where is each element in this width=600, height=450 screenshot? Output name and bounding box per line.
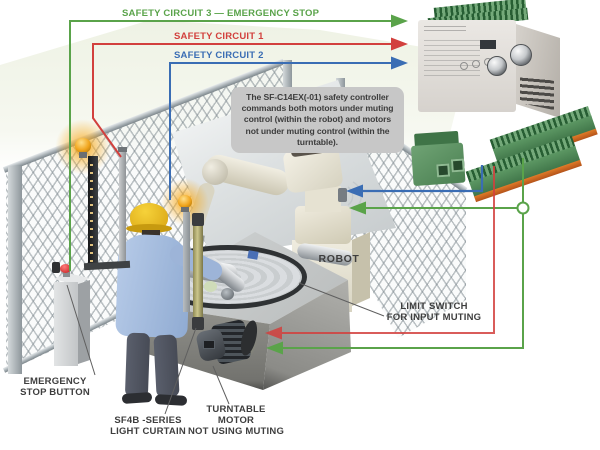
controller-cert-mark (472, 60, 480, 68)
leader-lines (66, 282, 385, 415)
leader-estop (66, 284, 96, 376)
robot-label: ROBOT (318, 253, 360, 265)
safety-circuit-1-label: SAFETY CIRCUIT 1 (174, 31, 264, 42)
safety-circuit-2-label: SAFETY CIRCUIT 2 (174, 50, 264, 61)
robot-base (295, 206, 351, 244)
light-curtain-2-cap-top (192, 213, 204, 226)
circuit-line-red (92, 43, 495, 334)
muting-beacon-icon (75, 138, 91, 153)
light-curtain-2-cap-bottom (192, 317, 204, 330)
m12-connector-icon (487, 56, 507, 76)
safety-circuit-3-label: SAFETY CIRCUIT 3 — EMERGENCY STOP (122, 8, 320, 19)
light-curtain-2-post-b (183, 212, 190, 312)
limit-switch-label: LIMIT SWITCH FOR INPUT MUTING (386, 301, 482, 324)
circuit-line-green (69, 20, 524, 349)
callout-text: The SF-C14EX(-01) safety controller comm… (241, 92, 394, 147)
estop-pedestal-side (78, 280, 90, 364)
callout-box: The SF-C14EX(-01) safety controller comm… (231, 87, 404, 153)
light-curtain-1-beam-windows (90, 158, 93, 266)
leader-limit-switch (298, 282, 385, 317)
turntable-motor (195, 316, 261, 372)
motor-label-plate (203, 340, 215, 349)
emergency-stop-label: EMERGENCY STOP BUTTON (20, 376, 90, 399)
robot-muting-lamp (338, 188, 347, 202)
circuit-node-icon (516, 201, 530, 215)
robot-elbow-joint (202, 159, 228, 185)
worker-helmet-brim (126, 224, 172, 233)
light-curtain-1-post-b (119, 150, 126, 266)
light-curtain-1-post (88, 156, 98, 268)
controller-vent-slots (520, 74, 554, 110)
circuit-blue-arrowheads (346, 56, 408, 198)
worker-hand (204, 281, 217, 292)
turntable-motor-label: TURNTABLE MOTOR NOT USING MUTING (187, 404, 285, 438)
leader-motor (212, 365, 230, 405)
circuit-red-arrowheads (265, 37, 408, 340)
controller-display (480, 40, 496, 49)
robot-pedestal-side (352, 232, 370, 306)
workpiece-end-cap (221, 288, 234, 300)
light-curtain-2-post (193, 216, 203, 330)
safety-controller (408, 0, 560, 128)
estop-button-stem (63, 271, 70, 277)
light-curtain-label: SF4B -SERIES LIGHT CURTAIN (110, 415, 186, 438)
circuit-green-arrowheads (266, 14, 408, 355)
beacon-mount (181, 207, 189, 212)
controller-label-text-lines (424, 26, 466, 34)
muting-beacon-icon (178, 195, 192, 208)
estop-aux-device (52, 262, 60, 273)
m12-connector-icon (510, 44, 532, 66)
beacon-mount (79, 152, 87, 158)
light-curtain-1-cap (118, 147, 127, 152)
controller-cert-mark (460, 62, 468, 70)
estop-pedestal-front (54, 282, 78, 366)
controller-terminal-legend (424, 40, 480, 76)
fence-post-left (8, 166, 22, 374)
emergency-stop-button-icon (60, 264, 71, 273)
leader-light-curtain (164, 327, 197, 415)
circuit-line-blue (169, 62, 484, 200)
